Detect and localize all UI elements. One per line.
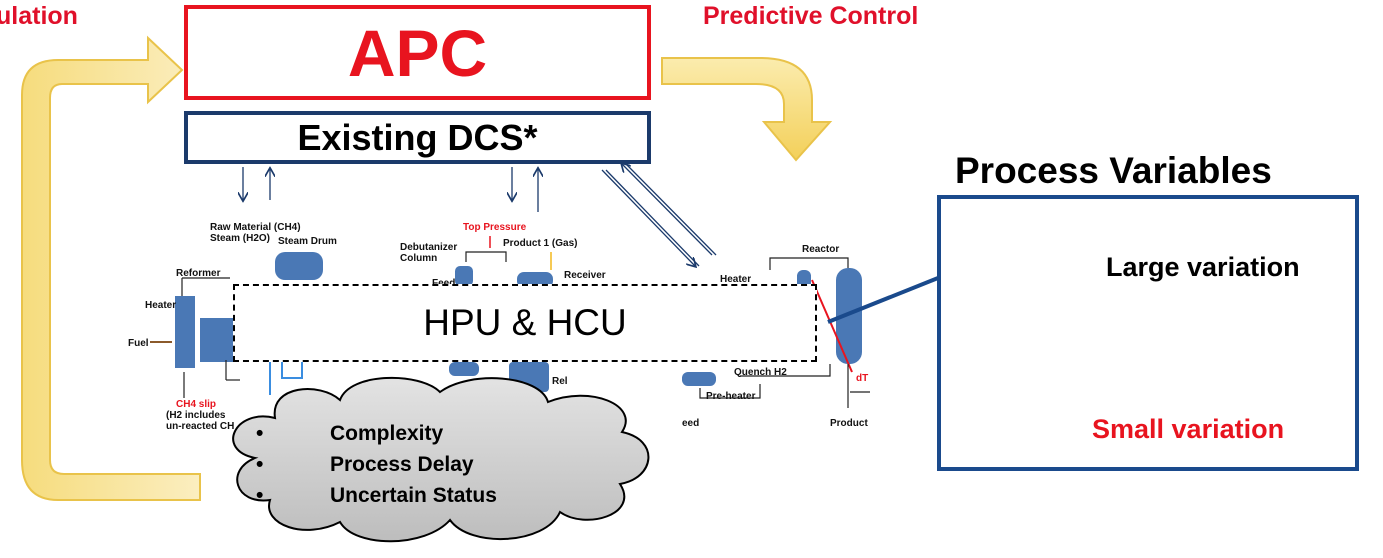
feedback-loop-arrow: [21, 35, 201, 501]
process-variables-title: Process Variables: [955, 150, 1272, 191]
hpu-hcu-box: HPU & HCU: [233, 284, 817, 362]
challenge-item: •Complexity: [256, 422, 444, 445]
challenge-item: •Uncertain Status: [256, 484, 497, 507]
reactor-label: Reactor: [802, 244, 840, 255]
steam-label: Steam (H2O): [210, 233, 271, 244]
product-label: Product: [830, 418, 868, 429]
left-partial-label: ulation: [0, 2, 78, 30]
cut-label: Rel: [552, 376, 568, 387]
small-variation-label: Small variation: [1092, 414, 1285, 444]
challenge-cloud: [232, 376, 650, 543]
apc-label: APC: [347, 15, 488, 90]
apc-box: APC: [184, 5, 651, 100]
heater-left-label: Heater: [145, 300, 177, 311]
h2-includes-label: (H2 includes: [166, 410, 226, 421]
fuel-label: Fuel: [128, 338, 149, 349]
column-label: Column: [400, 253, 438, 264]
dcs-label: Existing DCS*: [297, 116, 538, 158]
reformer-label: Reformer: [176, 268, 221, 279]
raw-material-label: Raw Material (CH4): [210, 222, 301, 233]
predictive-control-label: Predictive Control: [703, 2, 919, 30]
challenge-text: Uncertain Status: [330, 484, 497, 507]
challenge-item: •Process Delay: [256, 453, 474, 476]
steam-drum-label: Steam Drum: [278, 236, 337, 247]
ch4-slip-label: CH4 slip: [176, 399, 217, 410]
callout-connector: [827, 276, 939, 324]
unreacted-label: un-reacted CH: [166, 421, 235, 432]
hpu-hcu-label: HPU & HCU: [423, 302, 627, 343]
process-variables-panel: [937, 195, 1359, 471]
heater-right-label: Heater: [720, 274, 752, 285]
top-pressure-label: Top Pressure: [463, 222, 527, 233]
debutanizer-label: Debutanizer: [400, 242, 458, 253]
quench-label: Quench H2: [734, 367, 787, 378]
challenge-text: Process Delay: [330, 453, 474, 476]
predictive-control-arrow: [661, 57, 833, 162]
challenge-list: •Complexity •Process Delay •Uncertain St…: [256, 418, 497, 511]
dcs-box: Existing DCS*: [184, 111, 651, 164]
dcs-signal-arrows: [243, 164, 717, 266]
feed-label: Feed: [432, 278, 455, 289]
large-variation-label: Large variation: [1106, 252, 1300, 282]
eed-label: eed: [682, 418, 700, 429]
dt-label: dT: [856, 373, 869, 384]
receiver-label: Receiver: [564, 270, 606, 281]
challenge-text: Complexity: [330, 422, 444, 445]
product1-label: Product 1 (Gas): [503, 238, 578, 249]
preheater-label: Pre-heater: [706, 391, 756, 402]
